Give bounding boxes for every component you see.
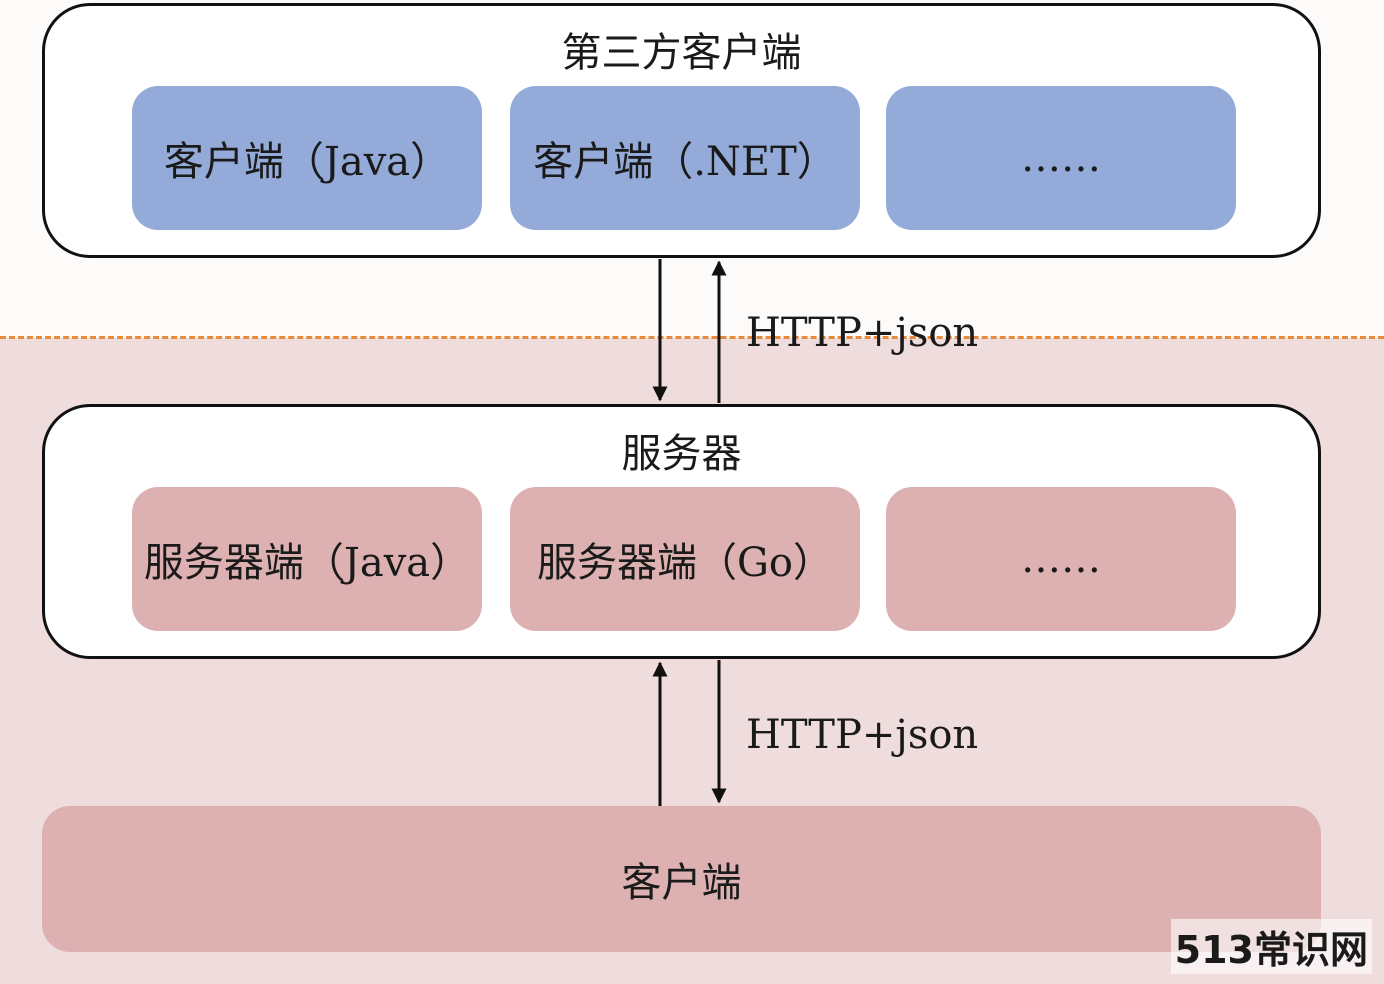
third-party-client-title: 第三方客户端	[561, 30, 802, 76]
server-go-box: 服务器端（Go）	[510, 487, 860, 631]
protocol-label-upper: HTTP+json	[746, 310, 979, 356]
client-java-box: 客户端（Java）	[132, 86, 482, 230]
server-more-box: ……	[886, 487, 1236, 631]
client-bar: 客户端	[42, 806, 1321, 952]
third-party-client-panel: 第三方客户端 客户端（Java） 客户端（.NET） ……	[42, 3, 1321, 258]
client-dotnet-box: 客户端（.NET）	[510, 86, 860, 230]
protocol-label-lower: HTTP+json	[746, 712, 979, 758]
client-more-box: ……	[886, 86, 1236, 230]
zone-divider	[0, 336, 1384, 339]
server-title: 服务器	[621, 431, 742, 477]
server-panel: 服务器 服务器端（Java） 服务器端（Go） ……	[42, 404, 1321, 659]
watermark: 513常识网	[1170, 919, 1372, 974]
server-java-box: 服务器端（Java）	[132, 487, 482, 631]
